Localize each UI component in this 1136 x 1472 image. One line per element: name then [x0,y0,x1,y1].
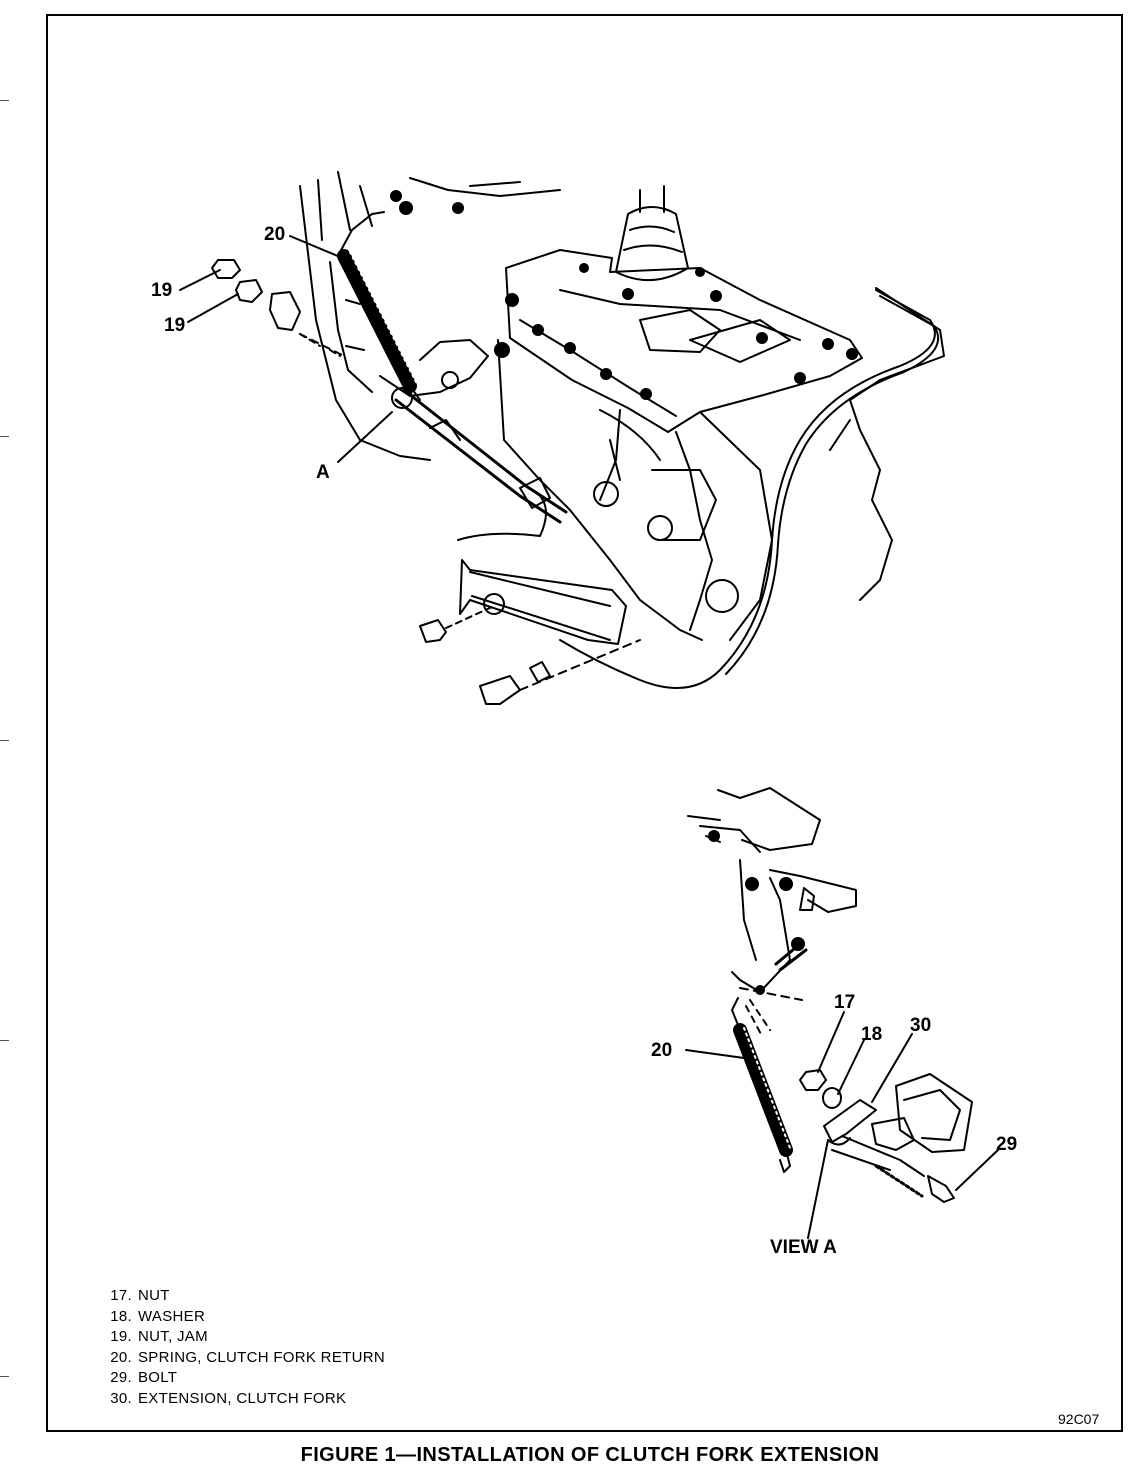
margin-tick [0,100,9,101]
legend-num: 18. [110,1307,132,1325]
callout-29: 29 [996,1134,1018,1155]
callout-20-main: 20 [264,224,286,245]
view-a-drawing [687,787,973,1203]
legend-num: 17. [110,1287,132,1304]
callout-20-view: 20 [651,1040,673,1061]
legend-item: 30. EXTENSION, CLUTCH FORK [100,1389,385,1410]
legend-item: 19. NUT, JAM [100,1327,385,1348]
callout-17: 17 [834,992,856,1013]
view-a-label: VIEW A [770,1237,837,1258]
legend-num: 19. [110,1328,132,1346]
legend-item: 20. SPRING, CLUTCH FORK RETURN [100,1348,385,1369]
legend-label: NUT, JAM [138,1328,208,1346]
callout-19-lower: 19 [164,315,186,336]
margin-tick [0,1376,9,1377]
legend-item: 17. NUT [100,1286,385,1307]
callout-a: A [316,462,330,483]
callout-19-upper: 19 [151,280,173,301]
margin-tick [0,436,9,437]
callout-30: 30 [910,1015,932,1036]
margin-tick [0,1040,9,1041]
transmission-assembly [299,171,945,689]
return-spring-main [337,211,421,401]
jam-nuts [211,259,345,357]
legend-label: SPRING, CLUTCH FORK RETURN [138,1348,385,1366]
legend-num: 29. [110,1369,132,1387]
legend-item: 29. BOLT [100,1368,385,1389]
callout-18: 18 [861,1024,883,1045]
leader-lines [179,235,999,1239]
clutch-fork-rod [299,333,568,524]
legend-item: 18. WASHER [100,1307,385,1328]
figure-code: 92C07 [1058,1411,1100,1427]
legend-label: NUT [138,1287,170,1304]
legend-label: EXTENSION, CLUTCH FORK [138,1389,347,1407]
legend-num: 30. [110,1389,132,1407]
margin-tick [0,740,9,741]
legend-label: BOLT [138,1369,178,1387]
lower-bracket [419,495,641,705]
legend-num: 20. [110,1348,132,1366]
legend-label: WASHER [138,1307,206,1325]
parts-legend: 17. NUT 18. WASHER 19. NUT, JAM 20. SPRING, … [100,1286,385,1410]
figure-caption: FIGURE 1—INSTALLATION OF CLUTCH FORK EXT… [300,1444,880,1466]
figure-frame [46,14,1123,1432]
